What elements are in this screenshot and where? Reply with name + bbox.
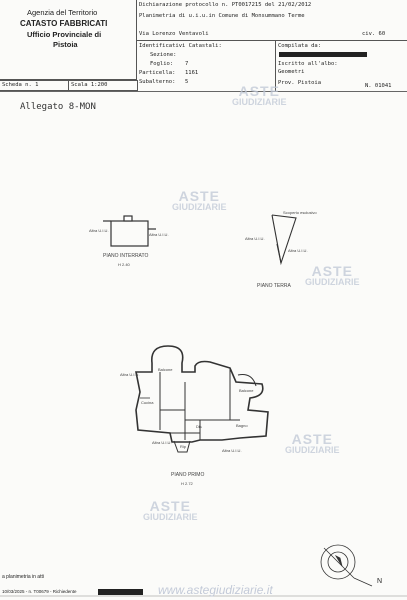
sezione-label: Sezione: (150, 52, 177, 58)
registration-number: N. 01041 (365, 83, 392, 89)
label-bagno: Bagno (236, 423, 248, 428)
scheda-number: Scheda n. 1 (2, 82, 39, 88)
piano-interrato-title: PIANO INTERRATO (103, 253, 149, 259)
label-disimpegno: Dis (196, 424, 202, 429)
label-altra-uiu: Altra U.I.U. (152, 440, 172, 445)
agency-box (0, 0, 137, 80)
scheda-box (0, 80, 138, 91)
subalterno-value: 5 (185, 79, 189, 85)
subalterno-label: Subalterno: (139, 79, 176, 85)
scale-label: Scala 1:200 (71, 82, 108, 88)
label-altra-uiu: Altra U.I.U. (89, 228, 109, 233)
particella-value: 1161 (185, 70, 199, 76)
label-balcone: Balcone (239, 388, 254, 393)
divider (275, 40, 276, 92)
piano-primo-drawing (135, 345, 269, 453)
label-balcone: Balcone (158, 367, 173, 372)
divider (68, 80, 69, 91)
footer-note: a planimetria in atti (2, 574, 44, 580)
scoperto-label: Scoperto esclusivo (283, 210, 317, 215)
particella-label: Particella: (139, 70, 176, 76)
header-block: Agenzia del Territorio CATASTO FABBRICAT… (0, 0, 407, 92)
divider (137, 40, 407, 41)
civic-number: civ. 60 (362, 31, 386, 37)
plan-title: Planimetria di u.i.u.in Comune di Monsum… (139, 13, 305, 19)
header-bottom-line (0, 91, 407, 92)
allegato-label: Allegato 8-MON (20, 102, 96, 112)
label-cucina: Cucina (141, 400, 154, 405)
label-altra-uiu: Altra U.I.U. (149, 232, 169, 237)
compass-rose (320, 544, 373, 587)
redaction-bar (98, 589, 143, 595)
label-altra-uiu: Altra U.I.U. (120, 372, 140, 377)
foglio-label: Foglio: (150, 61, 174, 67)
redaction-bar (279, 52, 367, 57)
ufficio-label: Ufficio Provinciale di (27, 30, 102, 39)
piano-primo-title: PIANO PRIMO (171, 472, 205, 478)
label-altra-uiu: Altra U.I.U. (288, 248, 308, 253)
compass-north-label: N (377, 578, 383, 585)
piano-terra-title: PIANO TERRA (257, 283, 291, 289)
piano-primo-height: H 2.72 (181, 481, 193, 486)
label-ripostiglio: Rip (180, 444, 187, 449)
province-label: Pistoia (53, 40, 78, 49)
agency-name: Agenzia del Territorio (27, 8, 98, 17)
address: Via Lorenzo Ventavoli (139, 31, 209, 37)
footer: a planimetria in atti 10/03/2025 - n. T0… (0, 566, 407, 600)
catasto-title: CATASTO FABBRICATI (20, 19, 108, 28)
iscritto-value: Geometri (278, 69, 305, 75)
label-altra-uiu: Altra U.I.U. (222, 448, 242, 453)
footer-request: 10/03/2025 - n. T00679 - Richiedente (2, 589, 77, 594)
foglio-value: 7 (185, 61, 189, 67)
label-altra-uiu: Altra U.I.U. (245, 236, 265, 241)
province-code: Prov. Pistoia (278, 80, 322, 86)
piano-interrato-height: H 2.40 (118, 262, 130, 267)
identifiers-title: Identificativi Catastali: (139, 43, 222, 49)
iscritto-label: Iscritto all'albo: (278, 61, 338, 67)
piano-interrato-drawing (103, 215, 156, 247)
compilata-label: Compilata da: (278, 43, 322, 49)
watermark-url: www.astegiudiziarie.it (158, 583, 273, 597)
piano-terra-drawing (271, 214, 297, 266)
declaration-protocol: Dichiarazione protocollo n. PT0017215 de… (139, 2, 312, 8)
